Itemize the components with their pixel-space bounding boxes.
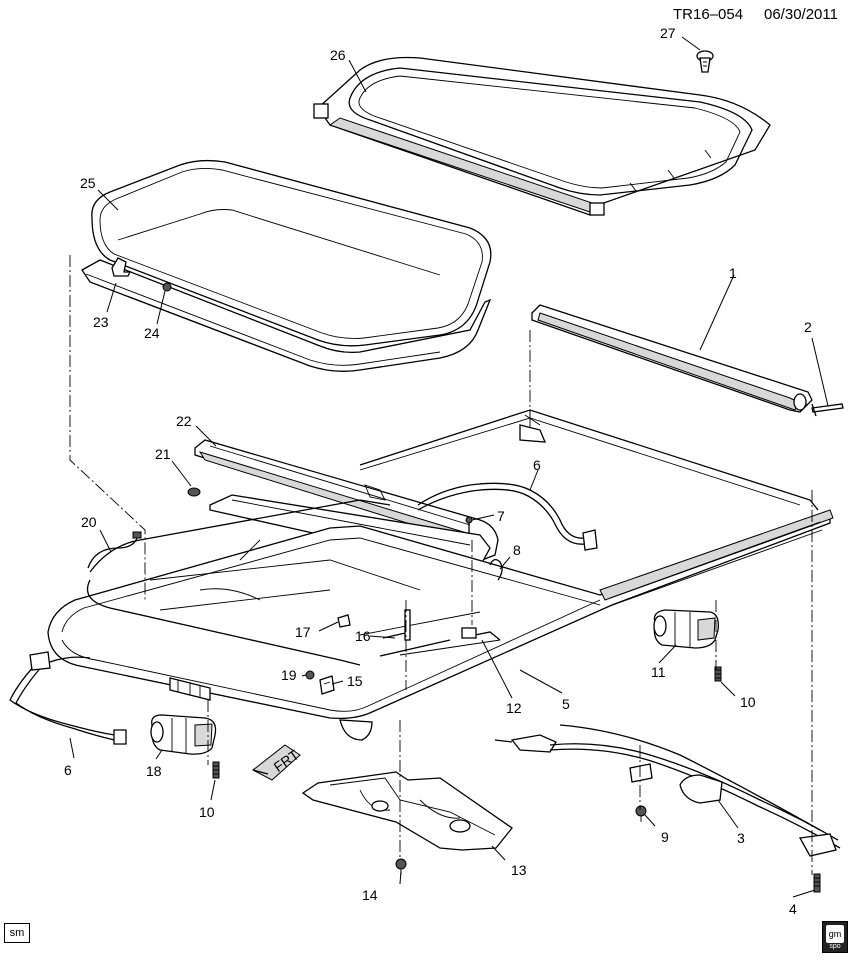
callout-17: 17 — [295, 624, 311, 640]
part-19-bolt — [305, 670, 315, 680]
leader-lines — [69, 36, 829, 898]
callout-6-upper: 6 — [533, 457, 541, 473]
part-24-bolt — [162, 282, 172, 292]
part-3-cable-assembly — [494, 724, 841, 857]
part-6-wire-harness-lower — [9, 651, 127, 745]
callout-16: 16 — [355, 628, 371, 644]
callout-6-lower: 6 — [64, 762, 72, 778]
motor-bracket-left — [169, 677, 211, 701]
callout-18: 18 — [146, 763, 162, 779]
part-20-drain-hose — [87, 531, 142, 569]
part-21-grommet — [187, 487, 201, 497]
callout-13: 13 — [511, 862, 527, 878]
part-25-glass-seal — [91, 159, 492, 347]
part-18-motor-left — [150, 714, 217, 755]
sunroof-main-frame — [47, 409, 834, 741]
assembly-centerlines — [69, 255, 813, 875]
callout-9: 9 — [661, 829, 669, 845]
callout-25: 25 — [80, 175, 96, 191]
callout-20: 20 — [81, 514, 97, 530]
part-10-screw-left — [212, 761, 220, 779]
front-direction-arrow: FRT — [252, 744, 302, 781]
sm-badge: sm — [4, 923, 30, 943]
part-13-bracket-plate — [301, 771, 513, 851]
gm-logo-label: spo — [829, 943, 841, 950]
callout-10-right: 10 — [740, 694, 756, 710]
callout-24: 24 — [144, 325, 160, 341]
part-26-glass-panel — [313, 56, 771, 216]
callout-8: 8 — [513, 542, 521, 558]
callout-labels: 26 27 25 23 24 1 2 22 21 20 6 7 8 17 16 … — [64, 25, 812, 917]
callout-11: 11 — [651, 664, 666, 680]
callout-26: 26 — [330, 47, 346, 63]
callout-21: 21 — [155, 446, 171, 462]
callout-2: 2 — [804, 319, 812, 335]
callout-12: 12 — [506, 700, 522, 716]
callout-1: 1 — [729, 265, 737, 281]
callout-4: 4 — [789, 901, 797, 917]
callout-14: 14 — [362, 887, 378, 903]
part-1-wind-deflector — [531, 304, 813, 413]
document-id: TR16–054 — [673, 6, 743, 23]
part-12-link-arm — [379, 627, 501, 657]
part-4-screw — [813, 873, 821, 893]
callout-7: 7 — [497, 508, 505, 524]
part-2-pin — [811, 403, 844, 417]
document-date: 06/30/2011 — [764, 6, 838, 23]
callout-22: 22 — [176, 413, 192, 429]
part-10-screw-right — [714, 666, 722, 682]
callout-19: 19 — [281, 667, 297, 683]
part-9-bolt — [635, 805, 647, 822]
callout-23: 23 — [93, 314, 109, 330]
part-27-clip — [696, 50, 714, 73]
callout-10-left: 10 — [199, 804, 215, 820]
part-11-motor-right — [653, 609, 719, 649]
callout-15: 15 — [347, 673, 363, 689]
part-8-spring — [489, 558, 503, 581]
gm-logo-mark: gm — [826, 925, 844, 943]
callout-3: 3 — [737, 830, 745, 846]
callout-27: 27 — [660, 25, 676, 41]
part-15-guide — [319, 675, 335, 695]
gm-spo-logo: gm spo — [822, 921, 848, 953]
part-23-bracket — [111, 257, 132, 277]
part-17-clip — [337, 614, 351, 628]
callout-5: 5 — [562, 696, 570, 712]
